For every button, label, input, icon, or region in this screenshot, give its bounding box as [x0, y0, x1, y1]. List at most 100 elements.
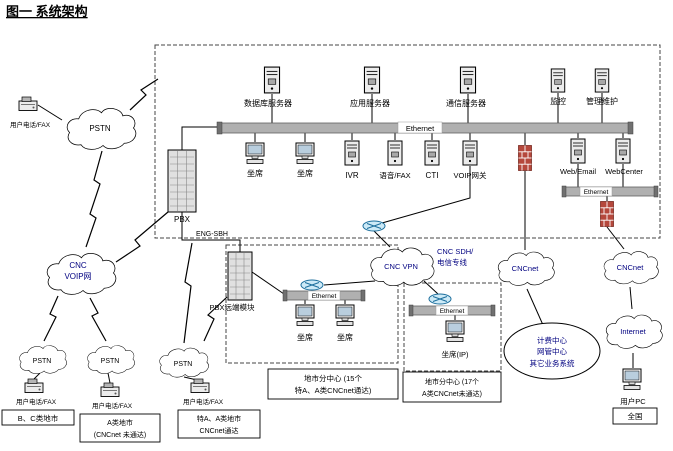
page-title: 图一 系统架构 [6, 4, 88, 19]
cnc-vpn-cloud-label: CNC VPN [384, 262, 418, 271]
pstn-left2-cloud-label: PSTN [101, 358, 120, 365]
voice-fax-server-icon [387, 140, 403, 166]
cnc-voip-cloud-label2: VOIP网 [64, 272, 91, 281]
pbx-remote-label: PBX远端模块 [209, 302, 255, 312]
database-server-label: 数据库服务器 [244, 98, 292, 108]
branch-mid-caption1: 地市分中心 (15个 [304, 373, 362, 383]
user-phone-a-icon [100, 382, 120, 397]
main-ethernet-label: Ethernet [406, 124, 435, 133]
switch-branch-right-icon [428, 293, 452, 305]
back-office-group: 计费中心 网管中心 其它业务系统 [503, 322, 601, 380]
ethernet-buses: Ethernet Ethernet Ethernet Ethernet [216, 121, 659, 317]
national-box [612, 407, 658, 425]
branch-right-caption2: A类CNCnet未通达) [422, 389, 482, 398]
pbx-group: PBX ENG-SBH [167, 149, 228, 238]
voip-gateway-icon [462, 140, 478, 166]
pbx-cabinet-icon [167, 149, 197, 213]
device-row: 坐席 坐席 IVR 语音/FAX CTI VOIP网关 Web/Email We… [245, 138, 643, 227]
branch-mid-seat1-label: 坐席 [297, 332, 313, 342]
branch-mid-ethernet-label: Ethernet [312, 293, 337, 300]
cncnet-left-cloud-label: CNCnet [512, 264, 540, 273]
cti-label: CTI [426, 171, 439, 180]
other-systems-label: 其它业务系统 [530, 358, 575, 368]
branch-mid-seat1-icon [295, 304, 315, 326]
communication-server-label: 通信服务器 [446, 98, 486, 108]
cnc-voip-cloud-label1: CNC [69, 261, 87, 270]
user-phones: 用户电话/FAX 用户电话/FAX B、C类地市 用户电话/FAX A类地市 (… [1, 96, 261, 443]
ivr-label: IVR [345, 171, 359, 180]
city-sa-box [177, 409, 261, 439]
agent-seat1-label: 坐席 [247, 168, 263, 178]
monitor-server-icon [550, 68, 566, 93]
branch-right-caption1: 地市分中心 (17个 [425, 377, 479, 386]
ivr-server-icon [344, 140, 360, 166]
city-sa-label2: CNCnet通达 [200, 426, 239, 435]
agent-seat1-icon [245, 142, 265, 164]
application-server-label: 应用服务器 [350, 98, 390, 108]
billing-center-label: 计费中心 [537, 335, 567, 345]
national-label: 全国 [628, 411, 643, 421]
branch-mid-seat2-icon [335, 304, 355, 326]
dashed-boxes [154, 44, 661, 372]
branch-right-ethernet-label: Ethernet [440, 308, 465, 315]
branch-right-group: 坐席(IP) 地市分中心 (17个 A类CNCnet未通达) [402, 320, 502, 403]
pbx-remote-group: PBX远端模块 [209, 251, 255, 312]
pbx-label: PBX [174, 215, 191, 224]
pbx-remote-cabinet-icon [227, 251, 253, 301]
firewall2-icon [600, 201, 614, 227]
city-a-box [79, 413, 161, 443]
user-phone-bc-icon [24, 378, 44, 393]
branch-mid-seat2-label: 坐席 [337, 332, 353, 342]
branch-mid-dashed-box [225, 244, 399, 364]
city-sa-label1: 特A、A类地市 [197, 414, 241, 423]
server-row: 数据库服务器 应用服务器 通信服务器 监控 管理维护 [244, 66, 618, 108]
user-pc-group: 用户PC 全国 [612, 368, 658, 425]
user-phone-sa-icon [190, 378, 210, 393]
voip-gateway-label: VOIP网关 [454, 170, 487, 180]
web-email-server-icon [570, 138, 586, 164]
internet-cloud-label: Internet [620, 327, 646, 336]
city-a-label1: A类地市 [107, 418, 133, 427]
database-server-icon [263, 66, 281, 94]
pstn-mid-cloud-label: PSTN [174, 361, 193, 368]
communication-server-icon [459, 66, 477, 94]
dmz-ethernet-label: Ethernet [584, 189, 609, 196]
webcenter-label: WebCenter [605, 167, 643, 176]
application-server-icon [363, 66, 381, 94]
sdh-link-label1: CNC SDH/ [437, 247, 474, 256]
pstn-top-cloud-label: PSTN [89, 124, 111, 133]
branch-mid-caption-box [267, 368, 399, 400]
sdh-link-label2: 电信专线 [437, 257, 467, 267]
switch-branch-mid-icon [300, 279, 324, 291]
user-phone-top-icon [18, 96, 38, 111]
branch-mid-group: 坐席 坐席 地市分中心 (15个 特A、A类CNCnet通达) [267, 304, 399, 400]
pbx-trunk-label: ENG-SBH [196, 231, 228, 238]
branch-right-dashed-box [403, 282, 502, 372]
city-a-label2: (CNCnet 未通达) [94, 430, 147, 439]
user-phone-bc-label: 用户电话/FAX [16, 397, 57, 406]
cncnet-right-cloud-label: CNCnet [617, 263, 645, 272]
agent-seat2-label: 坐席 [297, 168, 313, 178]
lightning-links [43, 78, 228, 344]
city-bc-label: B、C类地市 [18, 413, 59, 423]
webcenter-server-icon [615, 138, 631, 164]
branch-right-seat-icon [445, 320, 465, 342]
branch-right-seat-label: 坐席(IP) [441, 349, 469, 359]
user-pc-icon [622, 368, 642, 390]
nms-center-label: 网管中心 [537, 346, 567, 356]
user-phone-a-label: 用户电话/FAX [92, 401, 133, 410]
user-phone-sa-label: 用户电话/FAX [183, 397, 224, 406]
maintenance-label: 管理维护 [586, 96, 618, 106]
maintenance-server-icon [594, 68, 610, 93]
branch-right-caption-box [402, 371, 502, 403]
branch-mid-caption2: 特A、A类CNCnet通达) [295, 385, 372, 395]
network-clouds: PSTN CNC VOIP网 PSTN PSTN PSTN CNC VPN CN… [19, 108, 663, 378]
user-phone-top-label: 用户电话/FAX [10, 120, 51, 129]
connection-lines [33, 93, 634, 384]
voice-fax-label: 语音/FAX [379, 170, 410, 180]
pstn-left1-cloud-label: PSTN [33, 358, 52, 365]
agent-seat2-icon [295, 142, 315, 164]
switch-hq-icon [362, 220, 386, 232]
